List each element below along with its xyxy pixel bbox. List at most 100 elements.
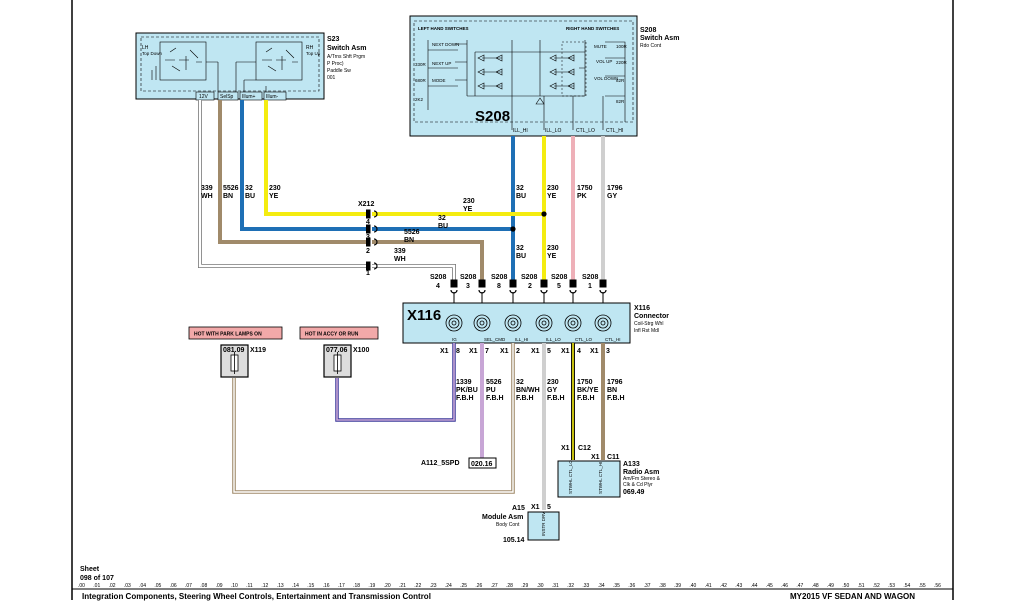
label-bu-v1: BU xyxy=(516,193,526,200)
x116-id: X116 xyxy=(634,305,650,312)
label-32: 32 xyxy=(245,185,253,192)
splice-32-bu xyxy=(510,226,516,232)
s23-pin-12v: 12V xyxy=(199,94,209,100)
x116-conn-5: X1 xyxy=(561,348,570,355)
a133-radio: X1 C12 X1 C11 STWHL CTL_LO STWHL CTL_HI xyxy=(557,445,621,498)
label-32-h: 32 xyxy=(438,215,446,222)
wire-339-wh xyxy=(198,100,456,283)
label-1796: 1796 xyxy=(607,185,623,192)
x116-signal-ctl-lo: CTL_LO xyxy=(575,337,593,342)
s208-pin-ctl-hi: CTL_HI xyxy=(606,128,623,134)
fuse2-banner: HOT IN ACCY OR RUN xyxy=(305,332,359,338)
ruler-tick-label: .47 xyxy=(796,583,803,589)
a133-c12: C12 xyxy=(578,445,591,452)
ruler-tick-label: .01 xyxy=(93,583,100,589)
label-32-v2: 32 xyxy=(516,245,524,252)
a15-id: A15 xyxy=(512,505,525,512)
ruler-tick-label: .52 xyxy=(873,583,880,589)
ruler-tick-label: .03 xyxy=(124,583,131,589)
x212-connector: X212 4 3 2 1 xyxy=(358,201,378,277)
x116-desc2: Infl Rst Mdl xyxy=(634,328,659,334)
s23-lh-label: LH xyxy=(142,45,149,51)
ruler-tick-label: .55 xyxy=(919,583,926,589)
lw-pu: PU xyxy=(486,387,496,394)
x116-name: Connector xyxy=(634,313,669,320)
s208-pin-term-num-1: 4 xyxy=(436,283,440,290)
ruler-tick-label: .49 xyxy=(827,583,834,589)
ruler-tick-label: .42 xyxy=(720,583,727,589)
footer-model: MY2015 VF SEDAN AND WAGON xyxy=(790,592,916,601)
a133-desc2: Clk & Cd Plyr xyxy=(623,482,653,488)
x212-pin-3: 3 xyxy=(366,234,370,241)
ruler-tick-label: .13 xyxy=(277,583,284,589)
ruler-tick-label: .20 xyxy=(384,583,391,589)
fuse1-ref: 081.09 xyxy=(223,347,245,354)
s208-name: Switch Asm xyxy=(640,35,679,42)
ruler-tick-label: .05 xyxy=(154,583,161,589)
s208-pin-term-name-4: S208 xyxy=(521,274,537,281)
s23-rh-sub: Top Up xyxy=(306,51,321,56)
x116-connector: X116 IG SEL_CMD ILL_HI ILL_LO CTL_LO CTL… xyxy=(402,302,631,344)
ruler-tick-label: .34 xyxy=(598,583,605,589)
label-230-v2: 230 xyxy=(547,245,559,252)
wire-32-bu xyxy=(240,100,515,283)
label-32-v1: 32 xyxy=(516,185,524,192)
x116-signal-ctl-hi: CTL_HI xyxy=(605,337,621,342)
wire-230-ye xyxy=(264,100,546,283)
ruler-tick-label: .30 xyxy=(537,583,544,589)
x212-pin-4: 4 xyxy=(366,219,370,226)
x116-desc1: Coil-Strg Whl xyxy=(634,321,663,327)
a15-name: Module Asm xyxy=(482,514,523,521)
label-ye: YE xyxy=(269,193,279,200)
s208-pin-term-num-4: 2 xyxy=(528,283,532,290)
a133-desc1: Am/Fm Stereo & xyxy=(623,476,661,482)
s208-switch-mute: MUTE xyxy=(594,44,607,49)
ruler-tick-label: .44 xyxy=(751,583,758,589)
ruler-tick-label: .25 xyxy=(460,583,467,589)
ruler-tick-label: .37 xyxy=(644,583,651,589)
x116-bottom-pins: X1 8 X1 7 X1 2 X1 5 X1 4 X1 3 xyxy=(440,348,610,355)
x116-conn-3: X1 xyxy=(500,348,509,355)
x116-pin-5: 4 xyxy=(577,348,581,355)
s23-pin-illum-plus: Illum+ xyxy=(242,94,256,100)
label-bn: BN xyxy=(223,193,233,200)
s208-res-2k2: 2K2 xyxy=(415,97,424,102)
x116-signal-ill-lo: ILL_LO xyxy=(546,337,561,342)
lw-1339: 1339 xyxy=(456,379,472,386)
s208-switch-next-down: NEXT DOWN xyxy=(432,42,459,47)
ruler-tick-label: .36 xyxy=(628,583,635,589)
ruler-tick-label: .10 xyxy=(231,583,238,589)
s208-desc: Rdo Cont xyxy=(640,43,662,49)
lw-5526: 5526 xyxy=(486,379,502,386)
splice-230-ye xyxy=(541,211,547,217)
s208-pin-ill-hi: ILL_HI xyxy=(513,128,528,134)
ruler-tick-label: .45 xyxy=(766,583,773,589)
x116-signal-sel-cmd: SEL_CMD xyxy=(484,337,506,342)
label-5526: 5526 xyxy=(223,185,239,192)
ruler-tick-label: .31 xyxy=(552,583,559,589)
x116-pin-1: 8 xyxy=(456,348,460,355)
label-339-h: 339 xyxy=(394,248,406,255)
a133-pin-ctl-hi: STWHL CTL_HI xyxy=(598,462,603,494)
a112-label: A112_5SPD xyxy=(421,460,460,467)
s208-pin-term-name-6: S208 xyxy=(582,274,598,281)
label-gy: GY xyxy=(607,193,617,200)
a133-c11: C11 xyxy=(607,454,620,461)
a133-code: 069.49 xyxy=(623,489,645,496)
ruler-tick-label: .08 xyxy=(200,583,207,589)
lw-1750: 1750 xyxy=(577,379,593,386)
lw-bkye: BK/YE xyxy=(577,387,599,394)
s208-switch-assembly: LEFT HAND SWITCHES RIGHT HAND SWITCHES N… xyxy=(409,15,638,137)
fuse1-conn: X119 xyxy=(250,347,266,354)
label-bu-h: BU xyxy=(438,223,448,230)
a15-pin: 5 xyxy=(547,504,551,511)
x116-pin-2: 7 xyxy=(485,348,489,355)
lw-fbh-4: F.B.H xyxy=(547,395,565,402)
label-230: 230 xyxy=(269,185,281,192)
s208-pin-term-num-2: 3 xyxy=(466,283,470,290)
label-5526-h: 5526 xyxy=(404,229,420,236)
ruler-tick-label: .41 xyxy=(705,583,712,589)
lw-bn: BN xyxy=(607,387,617,394)
a15-module: X1 5 INSTR DRV xyxy=(527,504,560,541)
label-230-v1: 230 xyxy=(547,185,559,192)
